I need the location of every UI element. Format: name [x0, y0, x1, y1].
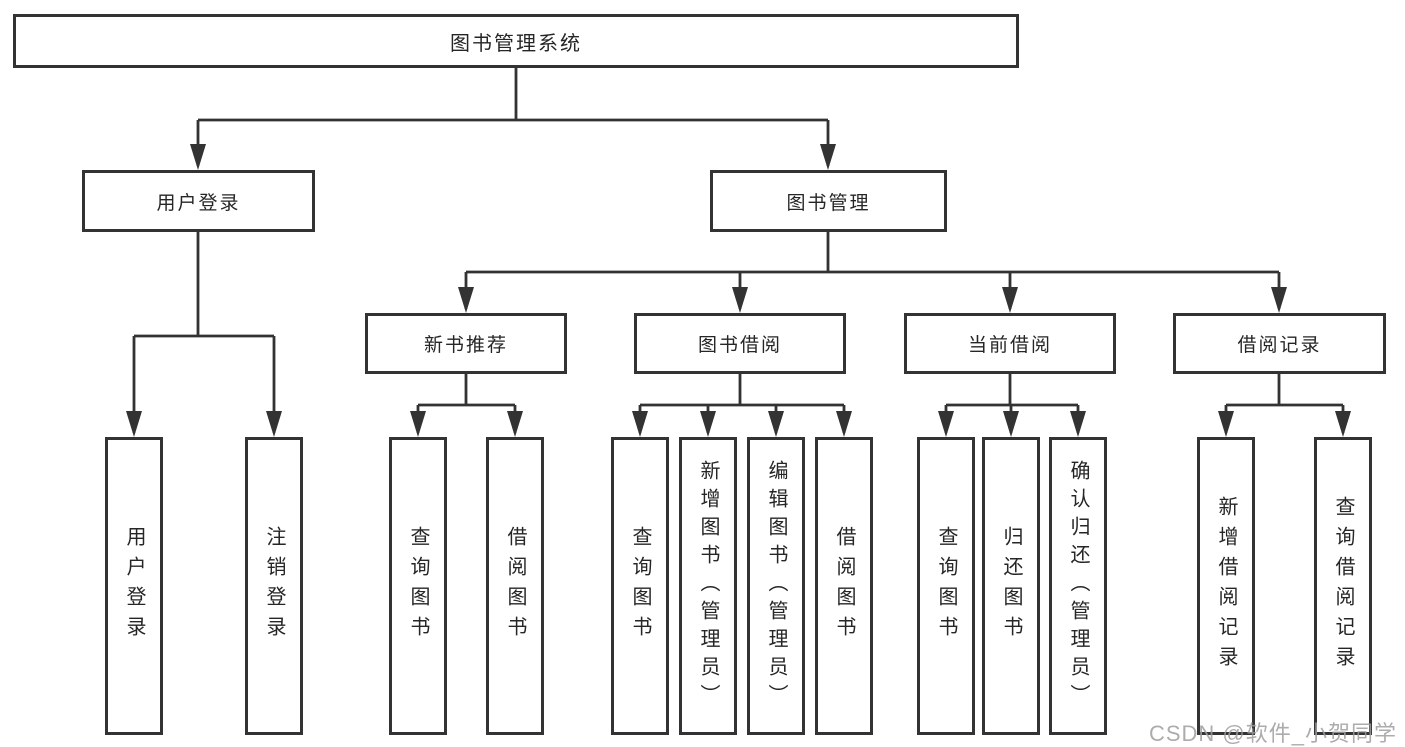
- leaf-borrow-books-recommend: 借阅图书: [486, 437, 544, 735]
- leaf-query-books-borrow: 查询图书: [611, 437, 669, 735]
- node-current-borrowing: 当前借阅: [904, 313, 1116, 374]
- node-label: 查询图书: [407, 526, 429, 646]
- node-book-borrowing: 图书借阅: [634, 313, 846, 374]
- node-label: 查询图书: [629, 526, 651, 646]
- node-label: 图书管理系统: [450, 32, 582, 55]
- node-label: 图书管理: [786, 192, 871, 214]
- leaf-borrow-books: 借阅图书: [815, 437, 873, 735]
- node-label: 借阅记录: [1237, 335, 1322, 356]
- leaf-query-books-recommend: 查询图书: [389, 437, 447, 735]
- leaf-user-login: 用户登录: [105, 437, 163, 735]
- node-label: 新增图书（管理员）: [697, 460, 719, 712]
- node-label: 确认归还（管理员）: [1067, 460, 1089, 712]
- node-label: 查询图书: [935, 526, 957, 646]
- node-label: 当前借阅: [967, 335, 1052, 356]
- node-label: 编辑图书（管理员）: [765, 460, 787, 712]
- node-label: 用户登录: [156, 192, 241, 214]
- node-label: 图书借阅: [697, 335, 782, 356]
- leaf-return-books: 归还图书: [982, 437, 1040, 735]
- leaf-query-books-current: 查询图书: [917, 437, 975, 735]
- node-user-login: 用户登录: [82, 170, 315, 232]
- node-label: 查询借阅记录: [1332, 496, 1354, 676]
- node-label: 借阅图书: [504, 526, 526, 646]
- node-label: 归还图书: [1000, 526, 1022, 646]
- node-new-book-recommend: 新书推荐: [365, 313, 567, 374]
- leaf-confirm-return-admin: 确认归还（管理员）: [1049, 437, 1107, 735]
- leaf-add-borrow-record: 新增借阅记录: [1197, 437, 1255, 735]
- node-label: 注销登录: [263, 526, 285, 646]
- leaf-add-books-admin: 新增图书（管理员）: [679, 437, 737, 735]
- node-label: 新增借阅记录: [1215, 496, 1237, 676]
- node-label: 用户登录: [123, 526, 145, 646]
- node-library-management-system: 图书管理系统: [13, 14, 1019, 68]
- leaf-logout: 注销登录: [245, 437, 303, 735]
- leaf-edit-books-admin: 编辑图书（管理员）: [747, 437, 805, 735]
- node-book-management: 图书管理: [710, 170, 947, 232]
- node-label: 借阅图书: [833, 526, 855, 646]
- node-borrowing-records: 借阅记录: [1173, 313, 1386, 374]
- leaf-query-borrow-record: 查询借阅记录: [1314, 437, 1372, 735]
- node-label: 新书推荐: [423, 335, 508, 356]
- csdn-watermark: CSDN @软件_小贺同学: [1148, 721, 1397, 746]
